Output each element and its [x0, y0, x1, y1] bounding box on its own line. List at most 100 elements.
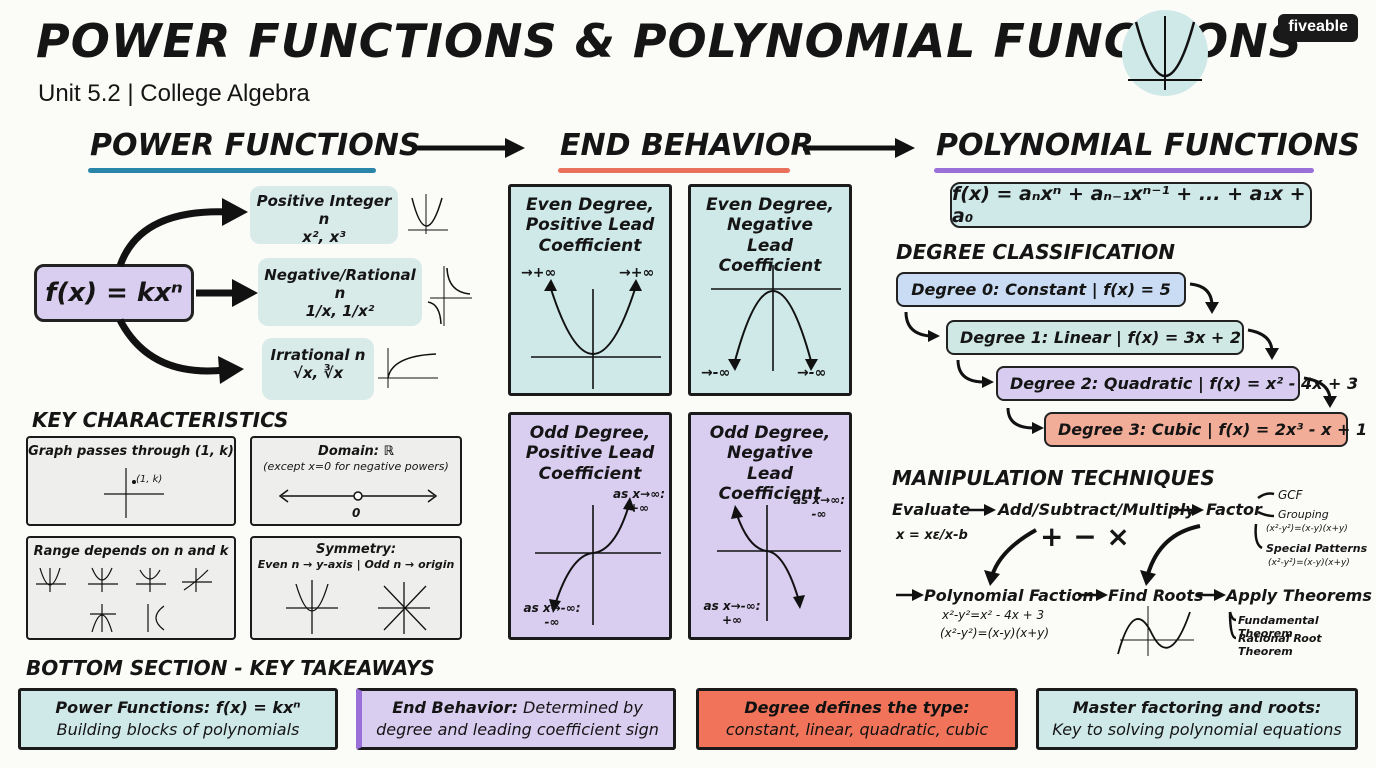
header-graph-icon — [1122, 10, 1208, 96]
takeaway-2-title: End Behavior: — [392, 698, 518, 717]
section-underline-end — [558, 168, 790, 173]
end-box-odd-negative: Odd Degree, Negative Lead Coefficient as… — [688, 412, 852, 640]
section-title-polynomial: POLYNOMIAL FUNCTIONS — [936, 128, 1360, 163]
card-symmetry: Symmetry: Even n → y-axis | Odd n → orig… — [250, 536, 462, 640]
end-box-even-positive: Even Degree, Positive Lead Coefficient →… — [508, 184, 672, 396]
end-box-odd-positive: Odd Degree, Positive Lead Coefficient as… — [508, 412, 672, 640]
factor-grouping-note: (x²-y²)=(x-y)(x+y) — [1266, 524, 1348, 534]
number-line-icon — [278, 489, 438, 503]
end-even-negative-right: →-∞ — [797, 365, 827, 381]
degree-1-pill: Degree 1: Linear | f(x) = 3x + 2 — [946, 320, 1244, 355]
end-odd-positive-top: as x→∞: +∞ — [612, 487, 665, 515]
polynomial-formula: f(x) = aₙxⁿ + aₙ₋₁xⁿ⁻¹ + ... + a₁x + a₀ — [950, 182, 1312, 228]
takeaway-4-title: Master factoring and roots: — [1072, 698, 1322, 717]
takeaway-1-title: Power Functions: f(x) = kxⁿ — [55, 698, 301, 717]
card-domain-title: Domain: ℝ — [318, 444, 394, 459]
factor-special-note: (x²-y²)=(x-y)(x+y) — [1268, 558, 1350, 568]
positive-power-graph-icon — [408, 194, 448, 234]
key-characteristics-heading: KEY CHARACTERISTICS — [32, 408, 289, 432]
degree-3-pill: Degree 3: Cubic | f(x) = 2x³ - x + 1 — [1044, 412, 1367, 447]
takeaway-3-text: constant, linear, quadratic, cubic — [725, 719, 989, 739]
faction-note-1: x²-y²=x² - 4x + 3 — [942, 608, 1045, 622]
card-domain: Domain: ℝ (except x=0 for negative power… — [250, 436, 462, 526]
takeaway-end-behavior: End Behavior: Determined by degree and l… — [356, 688, 676, 750]
card-domain-note: (except x=0 for negative powers) — [263, 459, 449, 473]
degree-classification-heading: DEGREE CLASSIFICATION — [896, 240, 1175, 264]
symmetry-graphs-icon — [286, 580, 430, 634]
step-factor: Factor — [1206, 500, 1262, 519]
end-even-negative-label: Even Degree, Negative Lead Coefficient — [706, 195, 834, 277]
root-graph-icon — [378, 348, 438, 388]
branch-negative-title: Negative/Rational n — [264, 266, 416, 302]
operations-symbols: + − × — [1040, 520, 1130, 553]
even-positive-graph-icon — [531, 279, 661, 389]
step-apply-theorems: Apply Theorems — [1226, 586, 1372, 605]
card-range-title: Range depends on n and k — [33, 544, 229, 559]
odd-negative-graph-icon — [717, 505, 841, 621]
card-symmetry-note: Even n → y-axis | Odd n → origin — [257, 557, 455, 571]
point-graph-icon — [104, 468, 164, 518]
end-even-positive-right: →+∞ — [619, 265, 655, 281]
factor-special: Special Patterns — [1266, 542, 1368, 555]
theorem-fundamental: Fundamental Theorem — [1238, 614, 1319, 640]
takeaway-4-text: Key to solving polynomial equations — [1052, 719, 1342, 739]
branch-negative-rational: Negative/Rational n 1/x, 1/x² — [258, 258, 422, 326]
end-odd-positive-bottom: as x→-∞: -∞ — [523, 601, 581, 629]
faction-note-2: (x²-y²)=(x-y)(x+y) — [940, 626, 1050, 640]
bottom-heading: BOTTOM SECTION - KEY TAKEAWAYS — [26, 656, 435, 680]
factor-gcf: GCF — [1278, 488, 1303, 502]
card-range: Range depends on n and k — [26, 536, 236, 640]
end-odd-positive-label: Odd Degree, Positive Lead Coefficient — [525, 423, 655, 484]
step-polynomial-faction: Polynomial Faction — [924, 586, 1094, 605]
end-even-positive-left: →+∞ — [521, 265, 557, 281]
takeaway-1-text: Building blocks of polynomials — [56, 719, 300, 739]
takeaway-2-rest: Determined by — [517, 698, 643, 717]
branch-negative-examples: 1/x, 1/x² — [305, 302, 375, 320]
step-evaluate-note: x = xε/x-b — [896, 528, 968, 543]
end-even-negative-left: →-∞ — [701, 365, 731, 381]
end-odd-negative-bottom: as x→-∞: +∞ — [703, 599, 761, 627]
theorem-rational-root: Rational Root Theorem — [1238, 632, 1322, 658]
section-underline-poly — [934, 168, 1314, 173]
degree-2-pill: Degree 2: Quadratic | f(x) = x² - 4x + 3 — [996, 366, 1358, 401]
branch-positive-title: Positive Integer n — [256, 192, 392, 228]
takeaway-2-text: degree and leading coefficient sign — [376, 719, 659, 739]
end-even-positive-label: Even Degree, Positive Lead Coefficient — [525, 195, 655, 256]
step-add-subtract: Add/Subtract/Multiply — [998, 500, 1196, 519]
section-title-power: POWER FUNCTIONS — [90, 128, 421, 163]
degree-0-pill: Degree 0: Constant | f(x) = 5 — [896, 272, 1186, 307]
takeaway-factoring-roots: Master factoring and roots: Key to solvi… — [1036, 688, 1358, 750]
manipulation-heading: MANIPULATION TECHNIQUES — [892, 466, 1215, 490]
branch-irrational: Irrational n √x, ∛x — [262, 338, 374, 400]
branch-positive-examples: x², x³ — [302, 228, 346, 246]
end-odd-negative-label: Odd Degree, Negative Lead Coefficient — [709, 423, 831, 505]
takeaway-power-functions: Power Functions: f(x) = kxⁿ Building blo… — [18, 688, 338, 750]
card-symmetry-title: Symmetry: — [315, 542, 397, 557]
section-title-end-behavior: END BEHAVIOR — [560, 128, 814, 163]
step-evaluate: Evaluate — [892, 500, 971, 519]
takeaway-degree-type: Degree defines the type: constant, linea… — [696, 688, 1018, 750]
power-branch-arrows — [116, 198, 258, 384]
card-passes-title: Graph passes through (1, k) — [28, 444, 234, 459]
odd-positive-graph-icon — [535, 497, 661, 625]
step-find-roots: Find Roots — [1108, 586, 1204, 605]
page-title: POWER FUNCTIONS & POLYNOMIAL FUNCTIONS — [36, 14, 1303, 68]
section-underline-power — [88, 168, 376, 173]
end-odd-negative-top: as x→∞: -∞ — [792, 493, 845, 521]
branch-irrational-title: Irrational n — [270, 346, 366, 364]
page-subtitle: Unit 5.2 | College Algebra — [38, 80, 310, 107]
end-box-even-negative: Even Degree, Negative Lead Coefficient →… — [688, 184, 852, 396]
card-passes-through: Graph passes through (1, k) (1, k) — [26, 436, 236, 526]
fiveable-logo: fiveable — [1278, 14, 1358, 42]
factor-grouping: Grouping — [1278, 508, 1329, 521]
range-graphs-icon — [36, 567, 212, 633]
branch-irrational-examples: √x, ∛x — [292, 364, 344, 382]
takeaway-3-title: Degree defines the type: — [744, 698, 970, 717]
even-negative-graph-icon — [711, 265, 841, 371]
hyperbola-graph-icon — [427, 266, 472, 326]
point-label: (1, k) — [136, 474, 163, 485]
power-formula: f(x) = kxⁿ — [34, 264, 194, 322]
number-line-zero: 0 — [352, 506, 361, 520]
branch-positive-integer: Positive Integer n x², x³ — [250, 186, 398, 246]
